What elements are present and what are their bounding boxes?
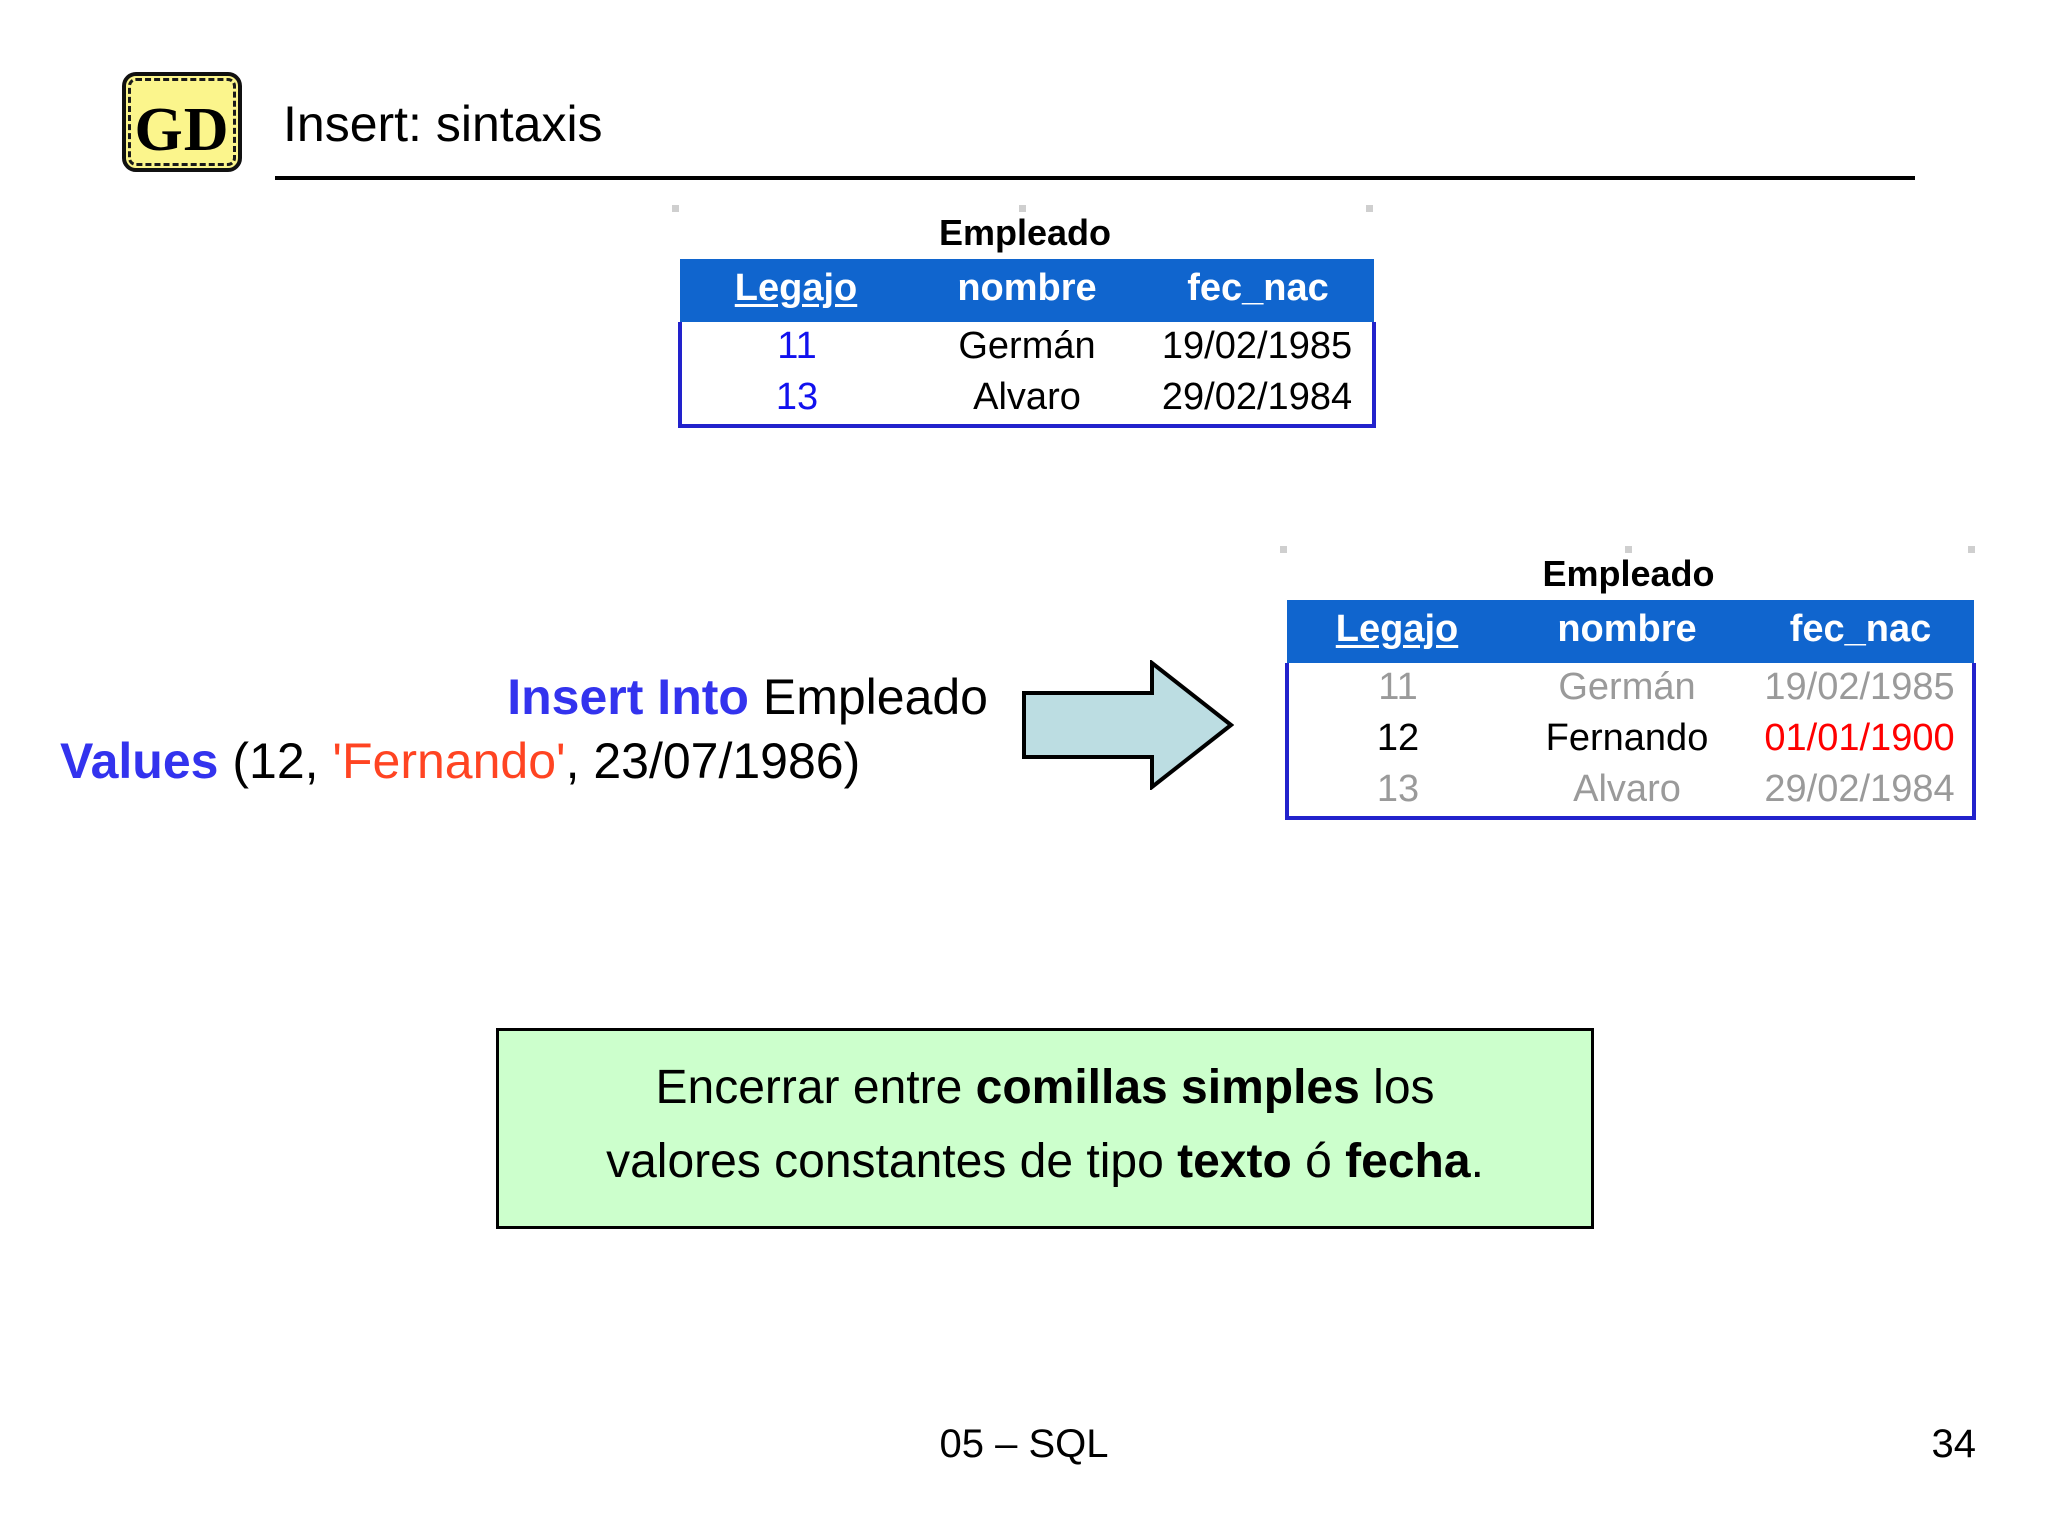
table-caption: Empleado xyxy=(938,212,1112,253)
note-text: valores constantes de tipo xyxy=(606,1135,1178,1189)
cell-fecnac: 19/02/1985 xyxy=(1764,666,1955,709)
cell-nombre: Alvaro xyxy=(1573,768,1681,811)
selection-handle-dot xyxy=(1625,546,1632,553)
selection-handle-dot xyxy=(1968,546,1975,553)
gd-logo-text: GD xyxy=(134,96,230,164)
cell-nombre: Germán xyxy=(958,325,1096,368)
selection-handle-dot xyxy=(1280,546,1287,553)
selection-handle-dot xyxy=(1019,205,1026,212)
cell-legajo: 11 xyxy=(777,325,817,368)
table-empleado-before: Empleado Legajo nombre fec_nac 11 Germán… xyxy=(678,212,1376,429)
page-title: Insert: sintaxis xyxy=(283,96,603,152)
note-text: los xyxy=(1359,1061,1435,1114)
column-header-fecnac: fec_nac xyxy=(1142,259,1374,323)
note-text: . xyxy=(1470,1135,1484,1189)
table-row: 13 Alvaro 29/02/1984 xyxy=(680,373,1374,426)
sql-line-values: Values (12, 'Fernando', 23/07/1986) xyxy=(60,729,1000,793)
table-row-inserted: 12 Fernando 01/01/1900 xyxy=(1287,714,1974,765)
table-empleado-after: Empleado Legajo nombre fec_nac 11 Germán… xyxy=(1285,553,1976,821)
column-header-legajo: Legajo xyxy=(1287,600,1507,664)
note-emphasis-comillas: comillas simples xyxy=(975,1061,1360,1114)
cell-legajo: 11 xyxy=(1378,666,1418,709)
sql-statement: Insert Into Empleado Values (12, 'Fernan… xyxy=(60,665,1000,793)
table-caption: Empleado xyxy=(1542,553,1715,594)
note-text: ó xyxy=(1291,1135,1346,1189)
note-line-1: Encerrar entre comillas simples los xyxy=(529,1051,1561,1125)
header-divider xyxy=(275,176,1915,180)
cell-legajo: 13 xyxy=(775,376,819,419)
sql-keyword-insert-into: Insert Into xyxy=(507,669,749,725)
sql-values-close: , 23/07/1986) xyxy=(565,733,861,789)
selection-handle-dot xyxy=(1366,205,1373,212)
table-header-row: Legajo nombre fec_nac xyxy=(1287,600,1974,664)
table-row: 11 Germán 19/02/1985 xyxy=(680,322,1374,373)
sql-line-insert-into: Insert Into Empleado xyxy=(60,665,1000,729)
right-arrow-icon xyxy=(1022,658,1235,792)
table-header-row: Legajo nombre fec_nac xyxy=(680,259,1374,323)
cell-legajo: 12 xyxy=(1376,717,1420,760)
slide-header: GD Insert: sintaxis xyxy=(0,0,2048,210)
selection-handle-dot xyxy=(672,205,679,212)
table-row: 11 Germán 19/02/1985 xyxy=(1287,663,1974,714)
employee-table-before: Legajo nombre fec_nac 11 Germán 19/02/19… xyxy=(678,259,1376,429)
note-text: Encerrar entre xyxy=(655,1061,976,1114)
cell-nombre: Alvaro xyxy=(973,376,1081,419)
footer-label: 05 – SQL xyxy=(939,1422,1109,1466)
cell-legajo: 13 xyxy=(1376,768,1420,811)
cell-fecnac: 01/01/1900 xyxy=(1764,717,1955,760)
sql-table-name xyxy=(749,669,763,725)
sql-string-literal: 'Fernando' xyxy=(332,733,566,789)
sql-keyword-values: Values xyxy=(60,733,219,789)
employee-table-after: Legajo nombre fec_nac 11 Germán 19/02/19… xyxy=(1285,600,1976,821)
cell-nombre: Fernando xyxy=(1545,717,1709,760)
column-header-legajo: Legajo xyxy=(680,259,912,323)
note-callout: Encerrar entre comillas simples los valo… xyxy=(496,1028,1594,1229)
cell-fecnac: 29/02/1984 xyxy=(1161,376,1353,419)
column-header-fecnac: fec_nac xyxy=(1747,600,1974,664)
sql-values-open: (12, xyxy=(232,733,333,789)
cell-fecnac: 29/02/1984 xyxy=(1764,768,1955,811)
sql-target-table: Empleado xyxy=(762,669,988,725)
page-number: 34 xyxy=(1931,1422,1977,1466)
sql-space xyxy=(218,733,232,789)
table-row: 13 Alvaro 29/02/1984 xyxy=(1287,765,1974,818)
column-header-nombre: nombre xyxy=(1507,600,1747,664)
note-emphasis-texto: texto xyxy=(1177,1135,1292,1189)
column-header-nombre: nombre xyxy=(912,259,1142,323)
gd-logo-icon: GD xyxy=(122,72,242,172)
note-line-2: valores constantes de tipo texto ó fecha… xyxy=(529,1125,1561,1199)
cell-fecnac: 19/02/1985 xyxy=(1161,325,1353,368)
note-emphasis-fecha: fecha xyxy=(1345,1135,1471,1189)
cell-nombre: Germán xyxy=(1558,666,1696,709)
